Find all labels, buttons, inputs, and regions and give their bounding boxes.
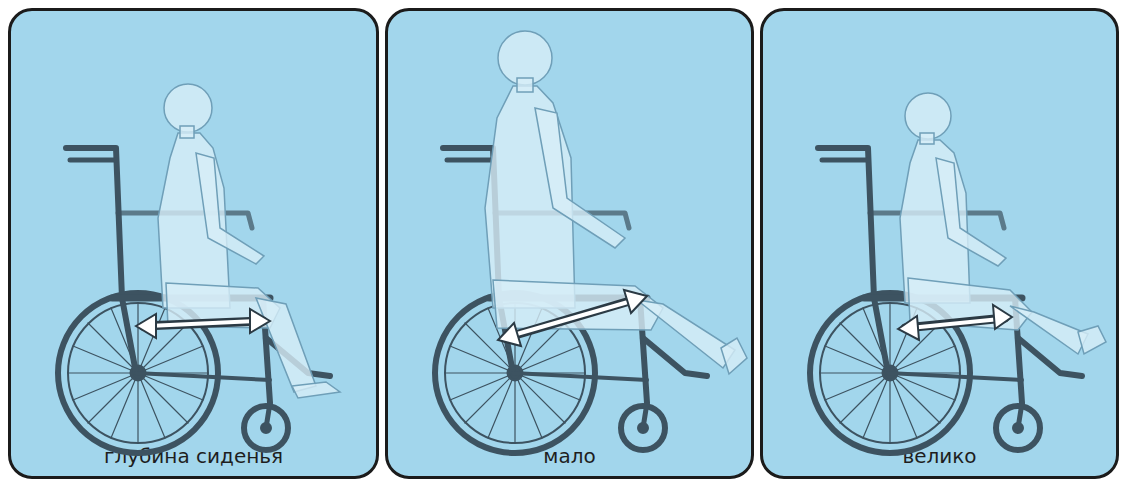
wheelchair-symbol	[435, 148, 707, 453]
panel-caption: глубина сиденья	[11, 444, 376, 468]
person-figure	[485, 31, 747, 374]
person-figure	[900, 93, 1106, 354]
image-panel: глубина сиденья	[8, 8, 379, 479]
panel-illustration	[58, 84, 340, 453]
depth-arrow	[898, 305, 1012, 340]
panel-caption: велико	[763, 444, 1116, 468]
wheelchair-symbol	[58, 148, 330, 453]
wheelchair-symbol	[810, 148, 1082, 453]
image-panel: мало	[385, 8, 754, 479]
depth-arrow	[136, 309, 270, 338]
person-figure	[158, 84, 340, 398]
panel-caption: мало	[388, 444, 751, 468]
panel-illustration	[435, 31, 747, 453]
image-panel: велико	[760, 8, 1119, 479]
panel-illustration	[810, 93, 1106, 453]
depth-arrow	[498, 290, 647, 346]
